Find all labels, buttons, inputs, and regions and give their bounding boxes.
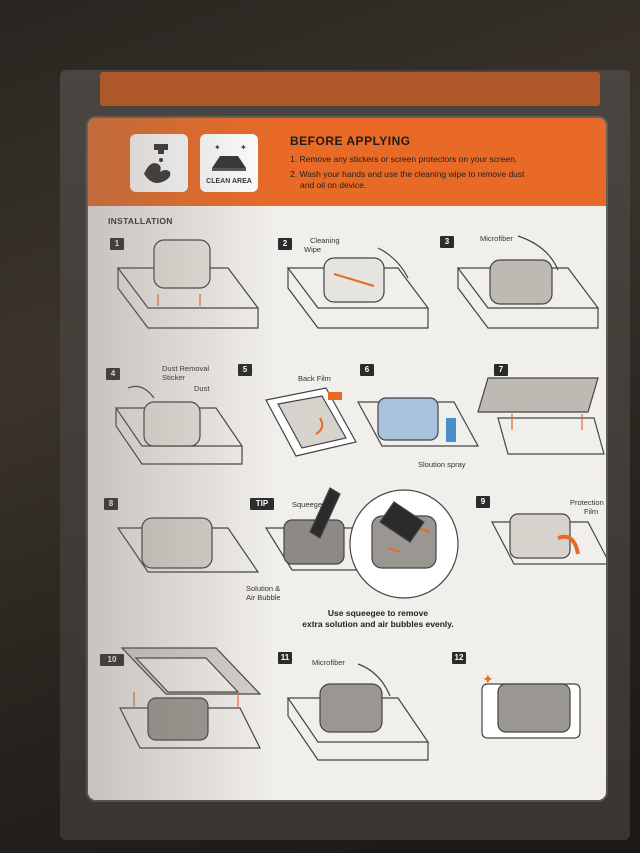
- step-badge-7: 7: [494, 364, 508, 376]
- step-11-illustration: [286, 663, 430, 761]
- step-3-illustration: [456, 235, 600, 329]
- tip-illustration: [264, 487, 459, 599]
- label-microfiber-2: Microfiber: [312, 658, 345, 667]
- label-solution-air-bubble: Solution &Air Bubble: [246, 584, 281, 602]
- step-5-illustration: [265, 387, 357, 457]
- label-microfiber: Microfiber: [480, 234, 513, 243]
- before-line-2: 2. Wash your hands and use the cleaning …: [290, 169, 525, 179]
- before-applying-band: ✦ ✦ CLEAN AREA BEFORE APPLYING 1. Remove…: [88, 118, 606, 206]
- step-6-illustration: [356, 397, 480, 447]
- step-9-illustration: [491, 513, 606, 565]
- step-7-illustration: [477, 377, 605, 455]
- instruction-card: ✦ ✦ CLEAN AREA BEFORE APPLYING 1. Remove…: [88, 118, 606, 800]
- svg-text:✦: ✦: [214, 143, 221, 152]
- step-badge-9: 9: [476, 496, 490, 508]
- step-badge-5: 5: [238, 364, 252, 376]
- step-12-illustration: ✦: [481, 671, 581, 739]
- before-applying-title: BEFORE APPLYING: [290, 134, 411, 148]
- step-badge-4: 4: [106, 368, 120, 380]
- wash-hands-icon: [130, 134, 188, 192]
- svg-text:✦: ✦: [240, 143, 247, 152]
- clean-area-icon: ✦ ✦ CLEAN AREA: [200, 134, 258, 192]
- step-10-illustration: [119, 647, 262, 749]
- label-dust: Dust: [194, 384, 210, 393]
- step-1-illustration: [116, 239, 260, 329]
- step-badge-2: 2: [278, 238, 292, 250]
- step-badge-3: 3: [440, 236, 454, 248]
- before-line-1: 1. Remove any stickers or screen protect…: [290, 154, 518, 164]
- step-badge-tip: TIP: [250, 498, 274, 510]
- step-badge-12: 12: [452, 652, 466, 664]
- step-badge-6: 6: [360, 364, 374, 376]
- before-line-3: and oil on device.: [300, 180, 367, 190]
- clean-area-label: CLEAN AREA: [206, 178, 252, 185]
- step-badge-8: 8: [104, 498, 118, 510]
- package-top-strip: [100, 72, 600, 106]
- svg-text:✦: ✦: [482, 671, 494, 687]
- step-2-illustration: [286, 247, 430, 329]
- step-4-illustration: [114, 385, 244, 465]
- label-back-film: Back Film: [298, 374, 331, 383]
- step-8-illustration: [116, 517, 260, 573]
- installation-illustrations: ✦: [114, 235, 606, 761]
- step-badge-1: 1: [110, 238, 124, 250]
- label-solution-spray: Sloution spray: [418, 460, 466, 469]
- installation-heading: INSTALLATION: [108, 216, 173, 226]
- step-badge-10: 10: [100, 654, 124, 666]
- label-squeegee: Squeegee: [292, 500, 327, 509]
- step-badge-11: 11: [278, 652, 292, 664]
